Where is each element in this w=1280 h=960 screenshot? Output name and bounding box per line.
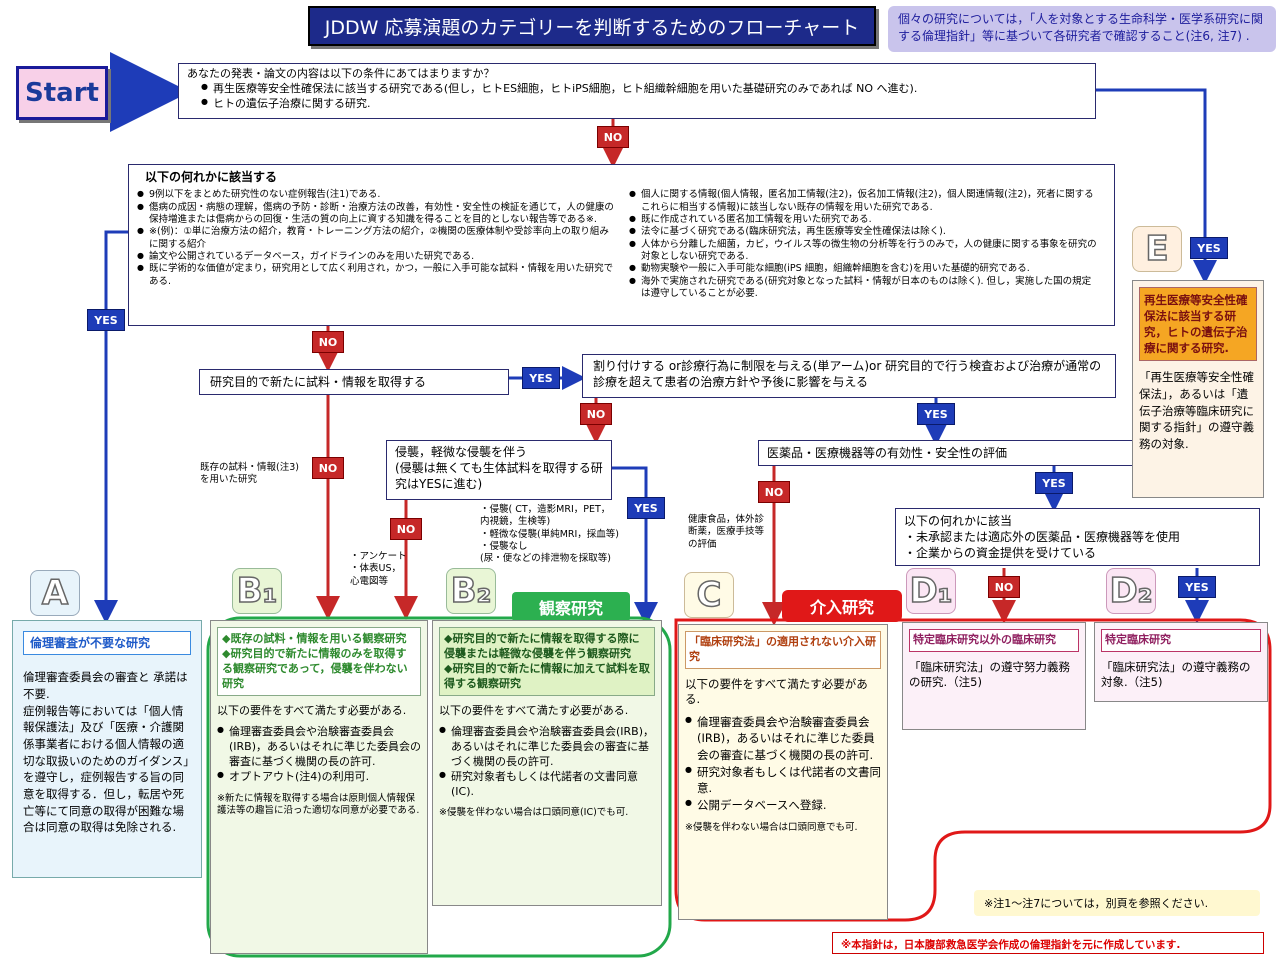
question-2-item: 個人に関する情報(個人情報，匿名加工情報(注2)，仮名加工情報(注2)，個人関連… bbox=[629, 189, 1099, 214]
category-b1-panel: ◆既存の試料・情報を用いる観察研究 ◆研究目的で新たに情報のみを取得する観察研究… bbox=[210, 620, 428, 954]
question-1-item: 再生医療等安全性確保法に該当する研究である(但し，ヒトES細胞，ヒトiPS細胞，… bbox=[201, 82, 1087, 97]
category-d1-panel: 特定臨床研究以外の臨床研究 「臨床研究法」の遵守努力義務の研究.（注5) bbox=[902, 622, 1086, 730]
category-b2-item: 研究対象者もしくは代諾者の文書同意(IC). bbox=[439, 770, 655, 800]
existing-data-note: 既存の試料・情報(注3)を用いた研究 bbox=[200, 462, 299, 486]
category-c-item: 研究対象者もしくは代諾者の文書同意. bbox=[685, 764, 881, 797]
question-2: 以下の何れかに該当する 9例以下をまとめた研究性のない症例報告(注1)である. … bbox=[128, 164, 1115, 326]
interventional-study-label: 介入研究 bbox=[782, 590, 902, 622]
category-b1-item: 倫理審査委員会や治験審査委員会(IRB)，あるいはそれに準じた委員会の審査に基づ… bbox=[217, 725, 421, 770]
yes-label: YES bbox=[1178, 576, 1216, 598]
question-2-item: 人体から分離した細菌，カビ，ウイルス等の微生物の分析等を行うのみで，人の健康に関… bbox=[629, 239, 1099, 264]
observational-study-label: 観察研究 bbox=[512, 592, 630, 622]
category-a-heading: 倫理審査が不要な研究 bbox=[23, 631, 191, 656]
no-label: NO bbox=[312, 457, 344, 479]
yes-label: YES bbox=[1190, 237, 1228, 259]
category-a-body: 倫理審査委員会の審査と 承諾は不要. 症例報告等においては「個人情報保護法」及び… bbox=[23, 670, 190, 835]
question-2-heading: 以下の何れかに該当する bbox=[145, 170, 278, 184]
yes-label: YES bbox=[1035, 472, 1073, 494]
anquete-note: ・アンケート ・体表US， 心電図等 bbox=[350, 551, 407, 587]
category-b1-item: オプトアウト(注4)の利用可. bbox=[217, 770, 421, 785]
question-2-item: 9例以下をまとめた研究性のない症例報告(注1)である. bbox=[137, 189, 615, 201]
start-node: Start bbox=[16, 66, 108, 120]
question-6: 医薬品・医療機器等の有効性・安全性の評価 bbox=[758, 440, 1148, 466]
question-4: 割り付けする or診療行為に制限を与える(単アーム)or 研究目的で行う検査およ… bbox=[582, 354, 1116, 398]
question-7: 以下の何れかに該当 ・未承認または適応外の医薬品・医療機器等を使用 ・企業からの… bbox=[895, 508, 1260, 566]
category-b1-type: ◆研究目的で新たに情報のみを取得する観察研究であって，侵襲を伴わない研究 bbox=[222, 646, 408, 690]
yes-label: YES bbox=[87, 309, 125, 331]
category-e-badge: E bbox=[1132, 226, 1182, 272]
category-d2-panel: 特定臨床研究 「臨床研究法」の遵守義務の対象.（注5) bbox=[1094, 622, 1268, 702]
question-2-item: 動物実験や一般に入手可能な細胞(iPS 細胞，組織幹細胞を含む)を用いた基礎的研… bbox=[629, 263, 1099, 275]
no-label: NO bbox=[758, 481, 790, 503]
category-b1-requirement: 以下の要件をすべて満たす必要がある. bbox=[217, 704, 407, 718]
category-b2-type: ◆研究目的で新たに情報に加えて試料を取得する観察研究 bbox=[444, 661, 650, 690]
category-d2-heading: 特定臨床研究 bbox=[1101, 629, 1261, 652]
category-b2-requirement: 以下の要件をすべて満たす必要がある. bbox=[439, 704, 629, 718]
question-1-item: ヒトの遺伝子治療に関する研究. bbox=[201, 97, 1087, 112]
question-2-item: 既に学術的な価値が定まり，研究用として広く利用され，かつ，一般に入手可能な試料・… bbox=[137, 263, 615, 288]
question-2-item: 傷病の成因・病態の理解，傷病の予防・診断・治療方法の改善，有効性・安全性の検証を… bbox=[137, 202, 615, 227]
category-b1-badge: B₁ bbox=[232, 568, 282, 614]
no-label: NO bbox=[580, 403, 612, 425]
yes-label: YES bbox=[522, 367, 560, 389]
category-a-panel: 倫理審査が不要な研究 倫理審査委員会の審査と 承諾は不要. 症例報告等においては… bbox=[12, 620, 202, 878]
category-b1-type: ◆既存の試料・情報を用いる観察研究 bbox=[222, 632, 407, 645]
footer-note-2: ※本指針は，日本腹部救急医学会作成の倫理指針を元に作成しています. bbox=[832, 932, 1264, 954]
no-label: NO bbox=[312, 331, 344, 353]
yes-label: YES bbox=[917, 403, 955, 425]
yes-label: YES bbox=[627, 497, 665, 519]
no-label: NO bbox=[597, 126, 629, 148]
category-c-panel: 「臨床研究法」の適用されない介入研究 以下の要件をすべて満たす必要がある. 倫理… bbox=[678, 624, 888, 920]
category-b2-panel: ◆研究目的で新たに情報を取得する際に侵襲または軽微な侵襲を伴う観察研究 ◆研究目… bbox=[432, 620, 662, 906]
category-c-item: 倫理審査委員会や治験審査委員会(IRB)，あるいはそれに準じた委員会の審査に基づ… bbox=[685, 714, 881, 764]
question-7-item: ・企業からの資金提供を受けている bbox=[904, 546, 1097, 561]
no-label: NO bbox=[988, 576, 1020, 598]
top-note: 個々の研究については，「人を対象とする生命科学・医学系研究に関する倫理指針」等に… bbox=[888, 6, 1276, 52]
question-2-item: 法令に基づく研究である(臨床研究法，再生医療等安全性確保法は除く). bbox=[629, 226, 1099, 238]
question-2-note: ※(例)：①単に治療方法の紹介，教育・トレーニング方法の紹介，②機関の医療体制や… bbox=[137, 226, 615, 251]
category-b2-note: ※侵襲を伴わない場合は口頭同意(IC)でも可. bbox=[439, 807, 629, 819]
category-c-note: ※侵襲を伴わない場合は口頭同意でも可. bbox=[685, 821, 858, 833]
question-7-heading: 以下の何れかに該当 bbox=[904, 514, 1013, 528]
invasive-note: ・侵襲( CT，造影MRI，PET， 内視鏡，生検等) ・軽微な侵襲(単純MRI… bbox=[480, 504, 620, 565]
question-7-item: ・未承認または適応外の医薬品・医療機器等を使用 bbox=[904, 530, 1181, 545]
question-1: あなたの発表・論文の内容は以下の条件にあてはまりますか？ 再生医療等安全性確保法… bbox=[178, 63, 1096, 119]
category-d2-badge: D₂ bbox=[1106, 568, 1156, 614]
category-b2-badge: B₂ bbox=[446, 568, 496, 614]
question-2-item: 海外で実施された研究である(研究対象となった試料・情報が日本のものは除く). 但… bbox=[629, 276, 1099, 301]
question-5: 侵襲，軽微な侵襲を伴う (侵襲は無くても生体試料を取得する研究はYESに進む) bbox=[386, 440, 612, 500]
question-1-text: あなたの発表・論文の内容は以下の条件にあてはまりますか？ bbox=[187, 67, 495, 80]
category-b2-type: ◆研究目的で新たに情報を取得する際に侵襲または軽微な侵襲を伴う観察研究 bbox=[444, 632, 640, 660]
footer-note-1: ※注1～注7については，別頁を参照ください. bbox=[974, 890, 1260, 916]
category-a-badge: A bbox=[30, 570, 80, 616]
category-e-panel: 再生医療等安全性確保法に該当する研究，ヒトの遺伝子治療に関する研究. 「再生医療… bbox=[1132, 280, 1264, 498]
category-c-item: 公開データベースへ登録. bbox=[685, 797, 881, 814]
category-c-badge: C bbox=[684, 572, 734, 618]
category-e-body: 「再生医療等安全性確保法」，あるいは「遺伝子治療等臨床研究に関する指針」の遵守義… bbox=[1139, 370, 1254, 452]
page-title: JDDW 応募演題のカテゴリーを判断するためのフローチャート bbox=[308, 6, 876, 46]
health-food-note: 健康食品，体外診断薬，医療手技等の評価 bbox=[688, 514, 765, 550]
category-d1-badge: D₁ bbox=[906, 568, 956, 614]
category-d2-body: 「臨床研究法」の遵守義務の対象.（注5) bbox=[1101, 659, 1251, 690]
question-3: 研究目的で新たに試料・情報を取得する bbox=[199, 369, 509, 395]
category-d1-heading: 特定臨床研究以外の臨床研究 bbox=[909, 629, 1079, 652]
category-b2-item: 倫理審査委員会や治験審査委員会(IRB)，あるいはそれに準じた委員会の審査に基づ… bbox=[439, 725, 655, 770]
category-e-heading: 再生医療等安全性確保法に該当する研究，ヒトの遺伝子治療に関する研究. bbox=[1139, 287, 1257, 362]
question-2-item: 既に作成されている匿名加工情報を用いた研究である. bbox=[629, 214, 1099, 226]
category-b1-note: ※新たに情報を取得する場合は原則個人情報保護法等の趣旨に沿った適切な同意が必要で… bbox=[217, 792, 420, 816]
category-d1-body: 「臨床研究法」の遵守努力義務の研究.（注5) bbox=[909, 659, 1070, 690]
category-c-heading: 「臨床研究法」の適用されない介入研究 bbox=[685, 631, 881, 669]
category-c-requirement: 以下の要件をすべて満たす必要がある. bbox=[685, 676, 868, 707]
question-2-item: 論文や公開されているデータベース，ガイドラインのみを用いた研究である. bbox=[137, 251, 615, 263]
no-label: NO bbox=[390, 518, 422, 540]
